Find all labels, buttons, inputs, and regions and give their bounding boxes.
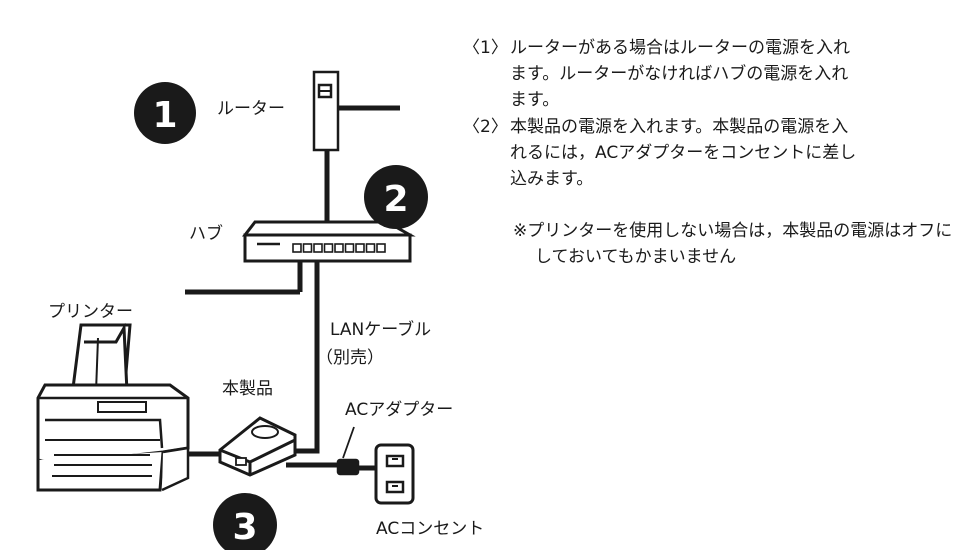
usage-note-text: ※プリンターを使用しない場合は，本製品の電源はオフにしておいてもかまいません	[513, 221, 953, 267]
step-1-text: ルーターがある場合はルーターの電源を入れます。ルーターがなければハブの電源を入れ…	[510, 38, 850, 110]
cables	[185, 105, 400, 471]
product-label: 本製品	[222, 379, 273, 399]
step-2: 〈2〉 本製品の電源を入れます。本製品の電源を入れるには，ACアダプターをコンセ…	[463, 114, 858, 192]
router-icon	[312, 70, 340, 152]
ac-adapter-plug-icon	[336, 458, 360, 476]
router-label: ルーター	[217, 99, 285, 119]
hub-port	[313, 243, 323, 253]
badge-2-number: 2	[383, 179, 408, 220]
badge-3-number: 3	[232, 507, 257, 548]
printer-label: プリンター	[48, 302, 133, 322]
hub-ports	[292, 243, 386, 253]
lan-cable-note: （別売）	[316, 348, 384, 368]
badge-1-number: 1	[152, 95, 177, 136]
hub-port	[323, 243, 334, 253]
step-1-number: 〈1〉	[463, 38, 508, 58]
usage-note: ※プリンターを使用しない場合は，本製品の電源はオフにしておいてもかまいません	[513, 218, 963, 270]
hub-port	[365, 243, 376, 253]
badge-3: 3	[213, 493, 277, 550]
badge-2: 2	[364, 165, 428, 229]
hub-port	[334, 243, 344, 253]
lan-cable-label: LANケーブル	[330, 320, 432, 340]
ac-adapter-leader-line	[342, 426, 355, 459]
hub-port	[344, 243, 355, 253]
step-1: 〈1〉 ルーターがある場合はルーターの電源を入れます。ルーターがなければハブの電…	[463, 35, 858, 113]
badge-1: 1	[134, 82, 196, 144]
product-icon	[218, 416, 297, 477]
hub-port	[302, 243, 313, 253]
ac-outlet-icon	[374, 443, 415, 505]
hub-label: ハブ	[189, 224, 223, 244]
hub-port	[376, 243, 386, 253]
lan-cable	[293, 248, 320, 454]
hub-icon	[241, 220, 416, 263]
step-2-number: 〈2〉	[463, 117, 508, 137]
ac-adapter-label: ACアダプター	[345, 400, 454, 420]
hub-port	[292, 243, 302, 253]
printer-icon	[36, 322, 190, 492]
step-2-text: 本製品の電源を入れます。本製品の電源を入れるには，ACアダプターをコンセントに差…	[510, 117, 857, 189]
hub-port	[355, 243, 365, 253]
ac-outlet-label: ACコンセント	[376, 519, 485, 539]
